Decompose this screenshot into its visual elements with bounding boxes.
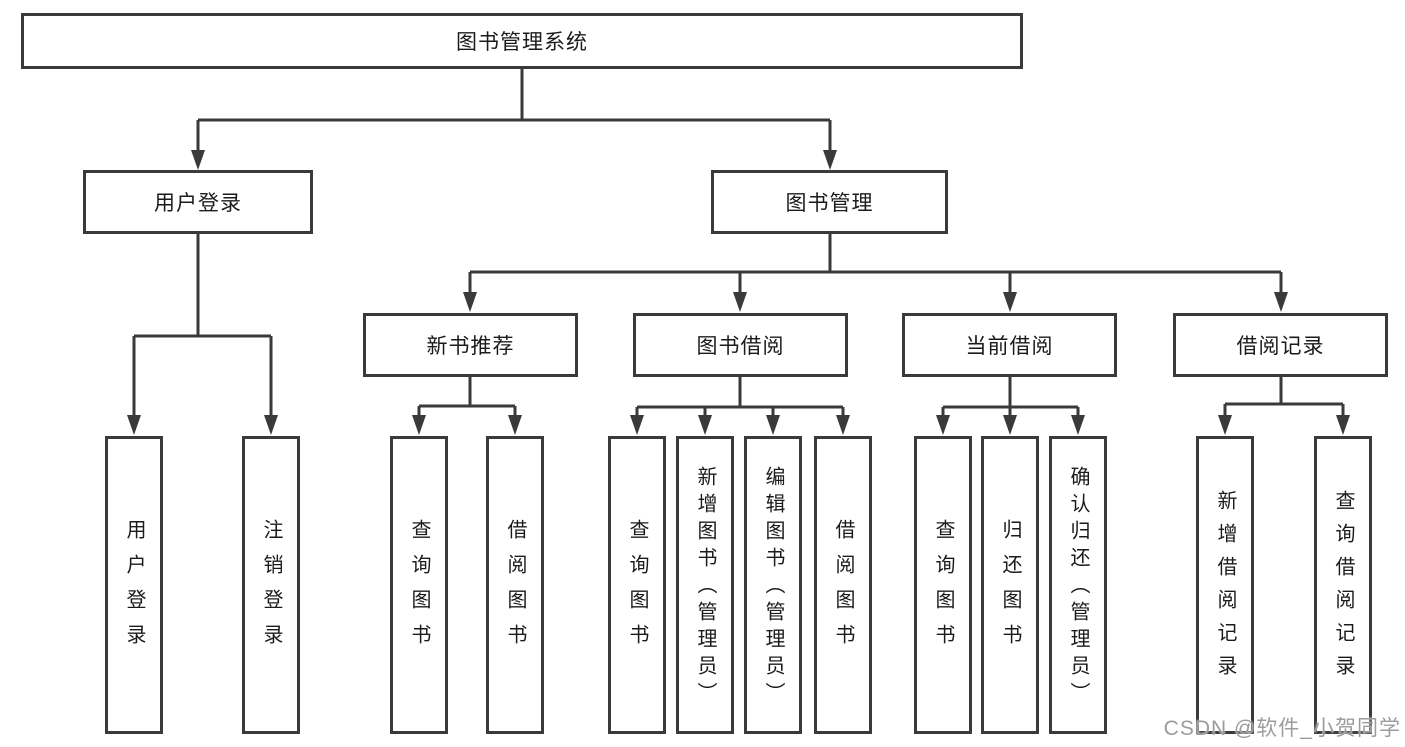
- node-library-system: 图书管理系统: [21, 13, 1023, 69]
- leaf-return-book: 归还图书: [981, 436, 1039, 734]
- leaf-query-books-recommend: 查询图书: [390, 436, 448, 734]
- leaf-add-borrow-record: 新增借阅记录: [1196, 436, 1254, 734]
- node-label: 新增图书（管理员）: [694, 465, 716, 709]
- node-label: 新书推荐: [426, 335, 515, 358]
- node-label: 归还图书: [999, 519, 1021, 659]
- node-label: 借阅图书: [832, 519, 854, 659]
- node-label: 编辑图书（管理员）: [762, 465, 784, 709]
- node-label: 用户登录: [154, 192, 242, 215]
- node-label: 图书管理系统: [456, 31, 588, 54]
- node-current-borrow: 当前借阅: [902, 313, 1117, 377]
- node-label: 注销登录: [260, 519, 282, 659]
- node-user-login: 用户登录: [83, 170, 313, 234]
- leaf-query-books-current: 查询图书: [914, 436, 972, 734]
- leaf-logout: 注销登录: [242, 436, 300, 734]
- leaf-user-login: 用户登录: [105, 436, 163, 734]
- node-label: 查询图书: [932, 519, 954, 659]
- node-label: 新增借阅记录: [1214, 489, 1236, 688]
- leaf-query-books-borrow: 查询图书: [608, 436, 666, 734]
- leaf-edit-book-admin: 编辑图书（管理员）: [744, 436, 802, 734]
- node-borrow-records: 借阅记录: [1173, 313, 1388, 377]
- node-label: 查询图书: [626, 519, 648, 659]
- node-new-book-recommend: 新书推荐: [363, 313, 578, 377]
- leaf-confirm-return-admin: 确认归还（管理员）: [1049, 436, 1107, 734]
- node-label: 借阅图书: [504, 519, 526, 659]
- node-label: 图书管理: [785, 192, 874, 215]
- node-label: 图书借阅: [696, 335, 785, 358]
- leaf-borrow-books-recommend: 借阅图书: [486, 436, 544, 734]
- leaf-query-borrow-record: 查询借阅记录: [1314, 436, 1372, 734]
- node-label: 查询借阅记录: [1332, 489, 1354, 688]
- node-label: 查询图书: [408, 519, 430, 659]
- leaf-borrow-books: 借阅图书: [814, 436, 872, 734]
- node-label: 用户登录: [123, 519, 145, 659]
- node-book-management: 图书管理: [711, 170, 948, 234]
- leaf-add-book-admin: 新增图书（管理员）: [676, 436, 734, 734]
- node-label: 当前借阅: [965, 335, 1054, 358]
- node-label: 借阅记录: [1236, 335, 1325, 358]
- arrowheads: [127, 150, 1350, 435]
- node-book-borrow: 图书借阅: [633, 313, 848, 377]
- csdn-watermark: CSDN @软件_小贺同学: [1163, 717, 1401, 740]
- node-label: 确认归还（管理员）: [1067, 465, 1089, 709]
